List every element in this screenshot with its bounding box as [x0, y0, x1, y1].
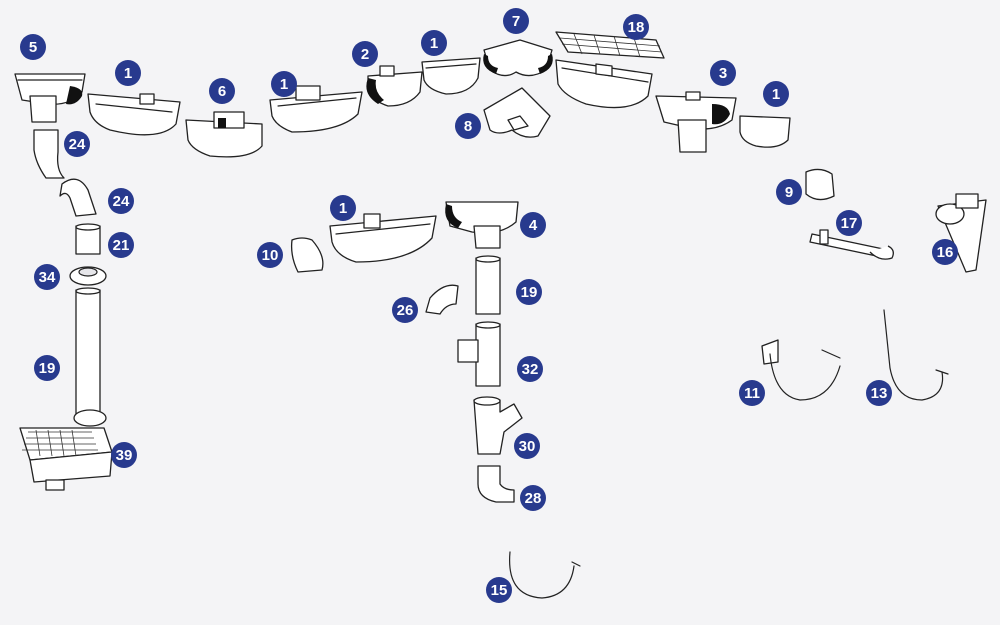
part-y-branch — [473, 396, 523, 455]
callout-badge: 5 — [20, 34, 46, 60]
callout-badge: 28 — [520, 485, 546, 511]
callout-badge: 1 — [763, 81, 789, 107]
callout-badge: 9 — [776, 179, 802, 205]
part-end-cap-right — [805, 168, 835, 201]
part-gutter-b — [269, 85, 363, 133]
part-elbow-lower — [59, 178, 97, 217]
part-corner-external — [483, 39, 553, 77]
callout-badge: 1 — [330, 195, 356, 221]
callout-badge: 18 — [623, 14, 649, 40]
callout-badge: 16 — [932, 239, 958, 265]
part-elbow-offset — [425, 284, 459, 315]
part-adjustable-bracket — [809, 229, 894, 260]
part-outlet-left — [14, 73, 86, 123]
callout-badge: 30 — [514, 433, 540, 459]
part-downpipe-left — [75, 287, 101, 415]
part-gutter-mid — [329, 213, 437, 263]
callout-badge: 10 — [257, 242, 283, 268]
callout-badge: 34 — [34, 264, 60, 290]
part-shoe — [477, 465, 515, 503]
part-gutter-joint — [185, 111, 263, 158]
callout-badge: 13 — [866, 380, 892, 406]
callout-badge: 32 — [517, 356, 543, 382]
part-pipe-clip — [69, 266, 107, 286]
callout-badge: 26 — [392, 297, 418, 323]
part-fascia-bracket — [935, 193, 987, 273]
callout-badge: 19 — [516, 279, 542, 305]
part-downpipe-mid — [475, 255, 501, 315]
callout-badge: 19 — [34, 355, 60, 381]
part-branch-tee — [457, 321, 501, 387]
callout-badge: 15 — [486, 577, 512, 603]
callout-badge: 17 — [836, 210, 862, 236]
part-rain-drain — [19, 409, 113, 491]
callout-badge: 8 — [455, 113, 481, 139]
callout-badge: 6 — [209, 78, 235, 104]
callout-badge: 7 — [503, 8, 529, 34]
part-end-cap-left — [290, 237, 324, 273]
callout-badge: 1 — [271, 71, 297, 97]
callout-badge: 1 — [421, 30, 447, 56]
callout-badge: 1 — [115, 60, 141, 86]
part-outlet-right — [655, 91, 737, 153]
callout-badge: 2 — [352, 41, 378, 67]
part-leaf-guard — [555, 31, 665, 59]
callout-badge: 24 — [108, 188, 134, 214]
part-gutter-d — [555, 59, 653, 109]
part-elbow-upper — [33, 129, 65, 179]
part-hanger-bottom — [509, 551, 581, 599]
part-socket — [75, 223, 101, 255]
part-corner-internal — [483, 87, 551, 138]
part-gutter-c — [421, 57, 481, 95]
callout-badge: 3 — [710, 60, 736, 86]
part-rafter-hanger — [883, 309, 949, 401]
part-gutter-a — [87, 93, 181, 136]
callout-badge: 11 — [739, 380, 765, 406]
part-gutter-e — [739, 115, 791, 148]
part-gutter-bracket — [761, 339, 841, 401]
callout-badge: 39 — [111, 442, 137, 468]
part-stop-end-bracket — [366, 65, 423, 107]
callout-badge: 21 — [108, 232, 134, 258]
part-outlet-mid — [445, 201, 519, 249]
callout-badge: 4 — [520, 212, 546, 238]
callout-badge: 24 — [64, 131, 90, 157]
